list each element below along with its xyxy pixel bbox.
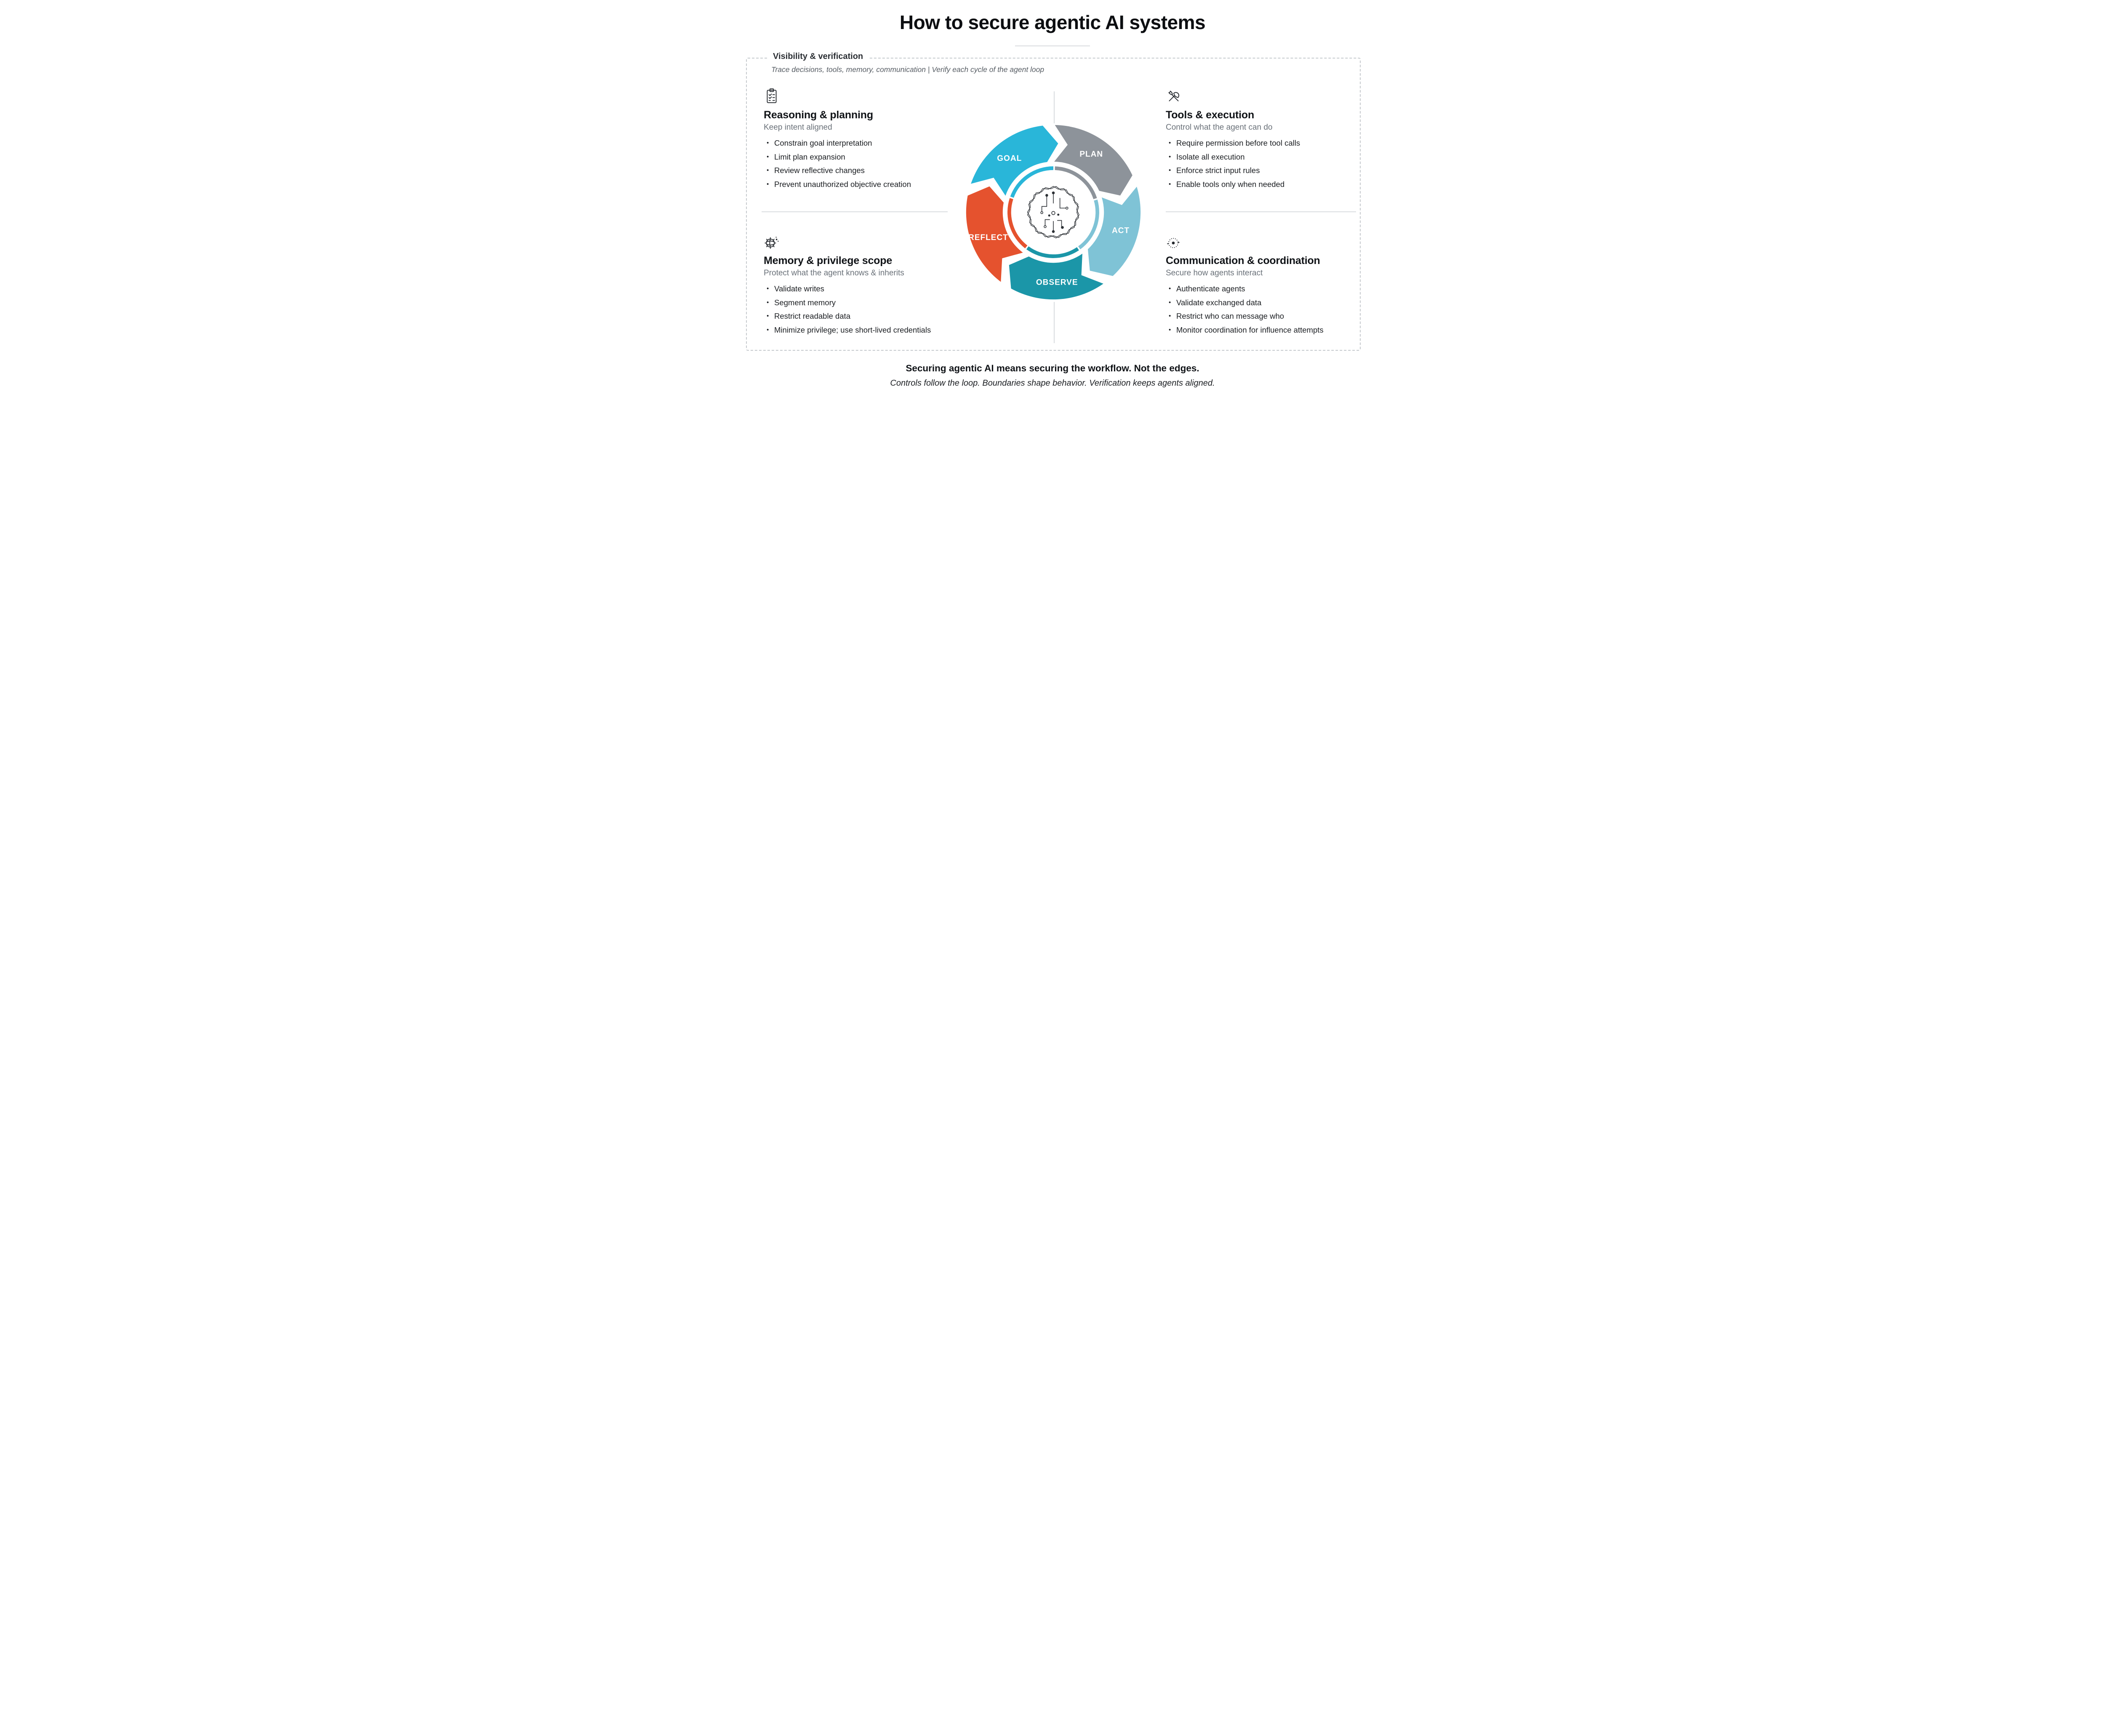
agent-loop-diagram: GOAL PLAN ACT OBSERVE REFLECT — [963, 122, 1144, 303]
loop-segment-goal — [971, 125, 1058, 196]
network-node-icon — [1166, 234, 1368, 251]
bullet-item: Monitor coordination for influence attem… — [1166, 323, 1368, 337]
visibility-frame: Visibility & verification Trace decision… — [746, 52, 1362, 351]
center-divider-bottom — [1054, 302, 1055, 343]
bullet-item: Minimize privilege; use short-lived cred… — [764, 323, 976, 337]
footer: Securing agentic AI means securing the w… — [727, 363, 1378, 388]
section-reasoning-planning: Reasoning & planning Keep intent aligned… — [764, 88, 959, 191]
checklist-icon — [764, 88, 959, 105]
bullet-item: Enforce strict input rules — [1166, 164, 1362, 178]
section-subtitle: Secure how agents interact — [1166, 269, 1263, 277]
left-column-divider — [762, 211, 948, 212]
bullet-list: Require permission before tool callsIsol… — [1166, 136, 1362, 191]
bullet-item: Restrict readable data — [764, 309, 976, 323]
bullet-item: Segment memory — [764, 296, 976, 310]
loop-hub — [1013, 172, 1093, 252]
loop-segment-act — [1087, 187, 1141, 276]
loop-label-observe: OBSERVE — [1036, 278, 1078, 287]
crossed-tools-icon — [1166, 88, 1362, 105]
section-tools-execution: Tools & execution Control what the agent… — [1166, 88, 1362, 191]
loop-label-reflect: REFLECT — [968, 233, 1008, 242]
section-subtitle: Keep intent aligned — [764, 123, 832, 132]
section-title: Tools & execution — [1166, 109, 1255, 121]
loop-label-goal: GOAL — [997, 154, 1022, 163]
footer-statement: Securing agentic AI means securing the w… — [906, 363, 1199, 373]
bullet-list: Validate writesSegment memoryRestrict re… — [764, 282, 976, 337]
bullet-item: Authenticate agents — [1166, 282, 1368, 296]
footer-tagline: Controls follow the loop. Boundaries sha… — [890, 379, 1215, 388]
title-divider — [1015, 45, 1090, 46]
loop-inner-ring-act — [1078, 199, 1099, 250]
section-memory-privilege: Memory & privilege scope Protect what th… — [764, 234, 976, 337]
loop-segment-plan — [1054, 125, 1132, 196]
agent-loop-svg: GOAL PLAN ACT OBSERVE REFLECT — [966, 125, 1141, 300]
frame-label: Visibility & verification — [768, 52, 869, 61]
section-subtitle: Protect what the agent knows & inherits — [764, 269, 904, 277]
section-communication-coordination: Communication & coordination Secure how … — [1166, 234, 1368, 337]
section-subtitle: Control what the agent can do — [1166, 123, 1273, 132]
infographic-canvas: How to secure agentic AI systems Visibil… — [727, 0, 1378, 403]
section-title: Reasoning & planning — [764, 109, 873, 121]
loop-label-act: ACT — [1112, 227, 1130, 235]
bullet-item: Limit plan expansion — [764, 150, 959, 164]
bullet-item: Require permission before tool calls — [1166, 136, 1362, 150]
loop-segment-observe — [1009, 253, 1103, 300]
loop-segment-reflect — [966, 186, 1023, 282]
loop-inner-ring-plan — [1055, 166, 1097, 200]
circuit-brain-icon — [1027, 186, 1080, 238]
bullet-item: Prevent unauthorized objective creation — [764, 178, 959, 192]
bullet-item: Enable tools only when needed — [1166, 178, 1362, 192]
bullet-list: Constrain goal interpretationLimit plan … — [764, 136, 959, 191]
bullet-item: Isolate all execution — [1166, 150, 1362, 164]
frame-subtitle: Trace decisions, tools, memory, communic… — [771, 65, 1045, 74]
loop-inner-ring-observe — [1026, 246, 1079, 258]
circuit-traces — [1040, 191, 1068, 233]
section-title: Communication & coordination — [1166, 255, 1320, 267]
bullet-item: Validate exchanged data — [1166, 296, 1368, 310]
bullet-item: Constrain goal interpretation — [764, 136, 959, 150]
loop-label-plan: PLAN — [1079, 150, 1103, 159]
right-column-divider — [1166, 211, 1356, 212]
bullet-item: Validate writes — [764, 282, 976, 296]
section-title: Memory & privilege scope — [764, 255, 893, 267]
loop-inner-ring-reflect — [1007, 198, 1028, 248]
bullet-item: Review reflective changes — [764, 164, 959, 178]
center-divider-top — [1054, 91, 1055, 123]
loop-inner-ring-goal — [1010, 166, 1054, 198]
brain-gear-icon — [764, 234, 976, 251]
bullet-list: Authenticate agentsValidate exchanged da… — [1166, 282, 1368, 337]
bullet-item: Restrict who can message who — [1166, 309, 1368, 323]
page-title: How to secure agentic AI systems — [899, 11, 1206, 33]
circuit-brain-icon — [1027, 186, 1079, 239]
